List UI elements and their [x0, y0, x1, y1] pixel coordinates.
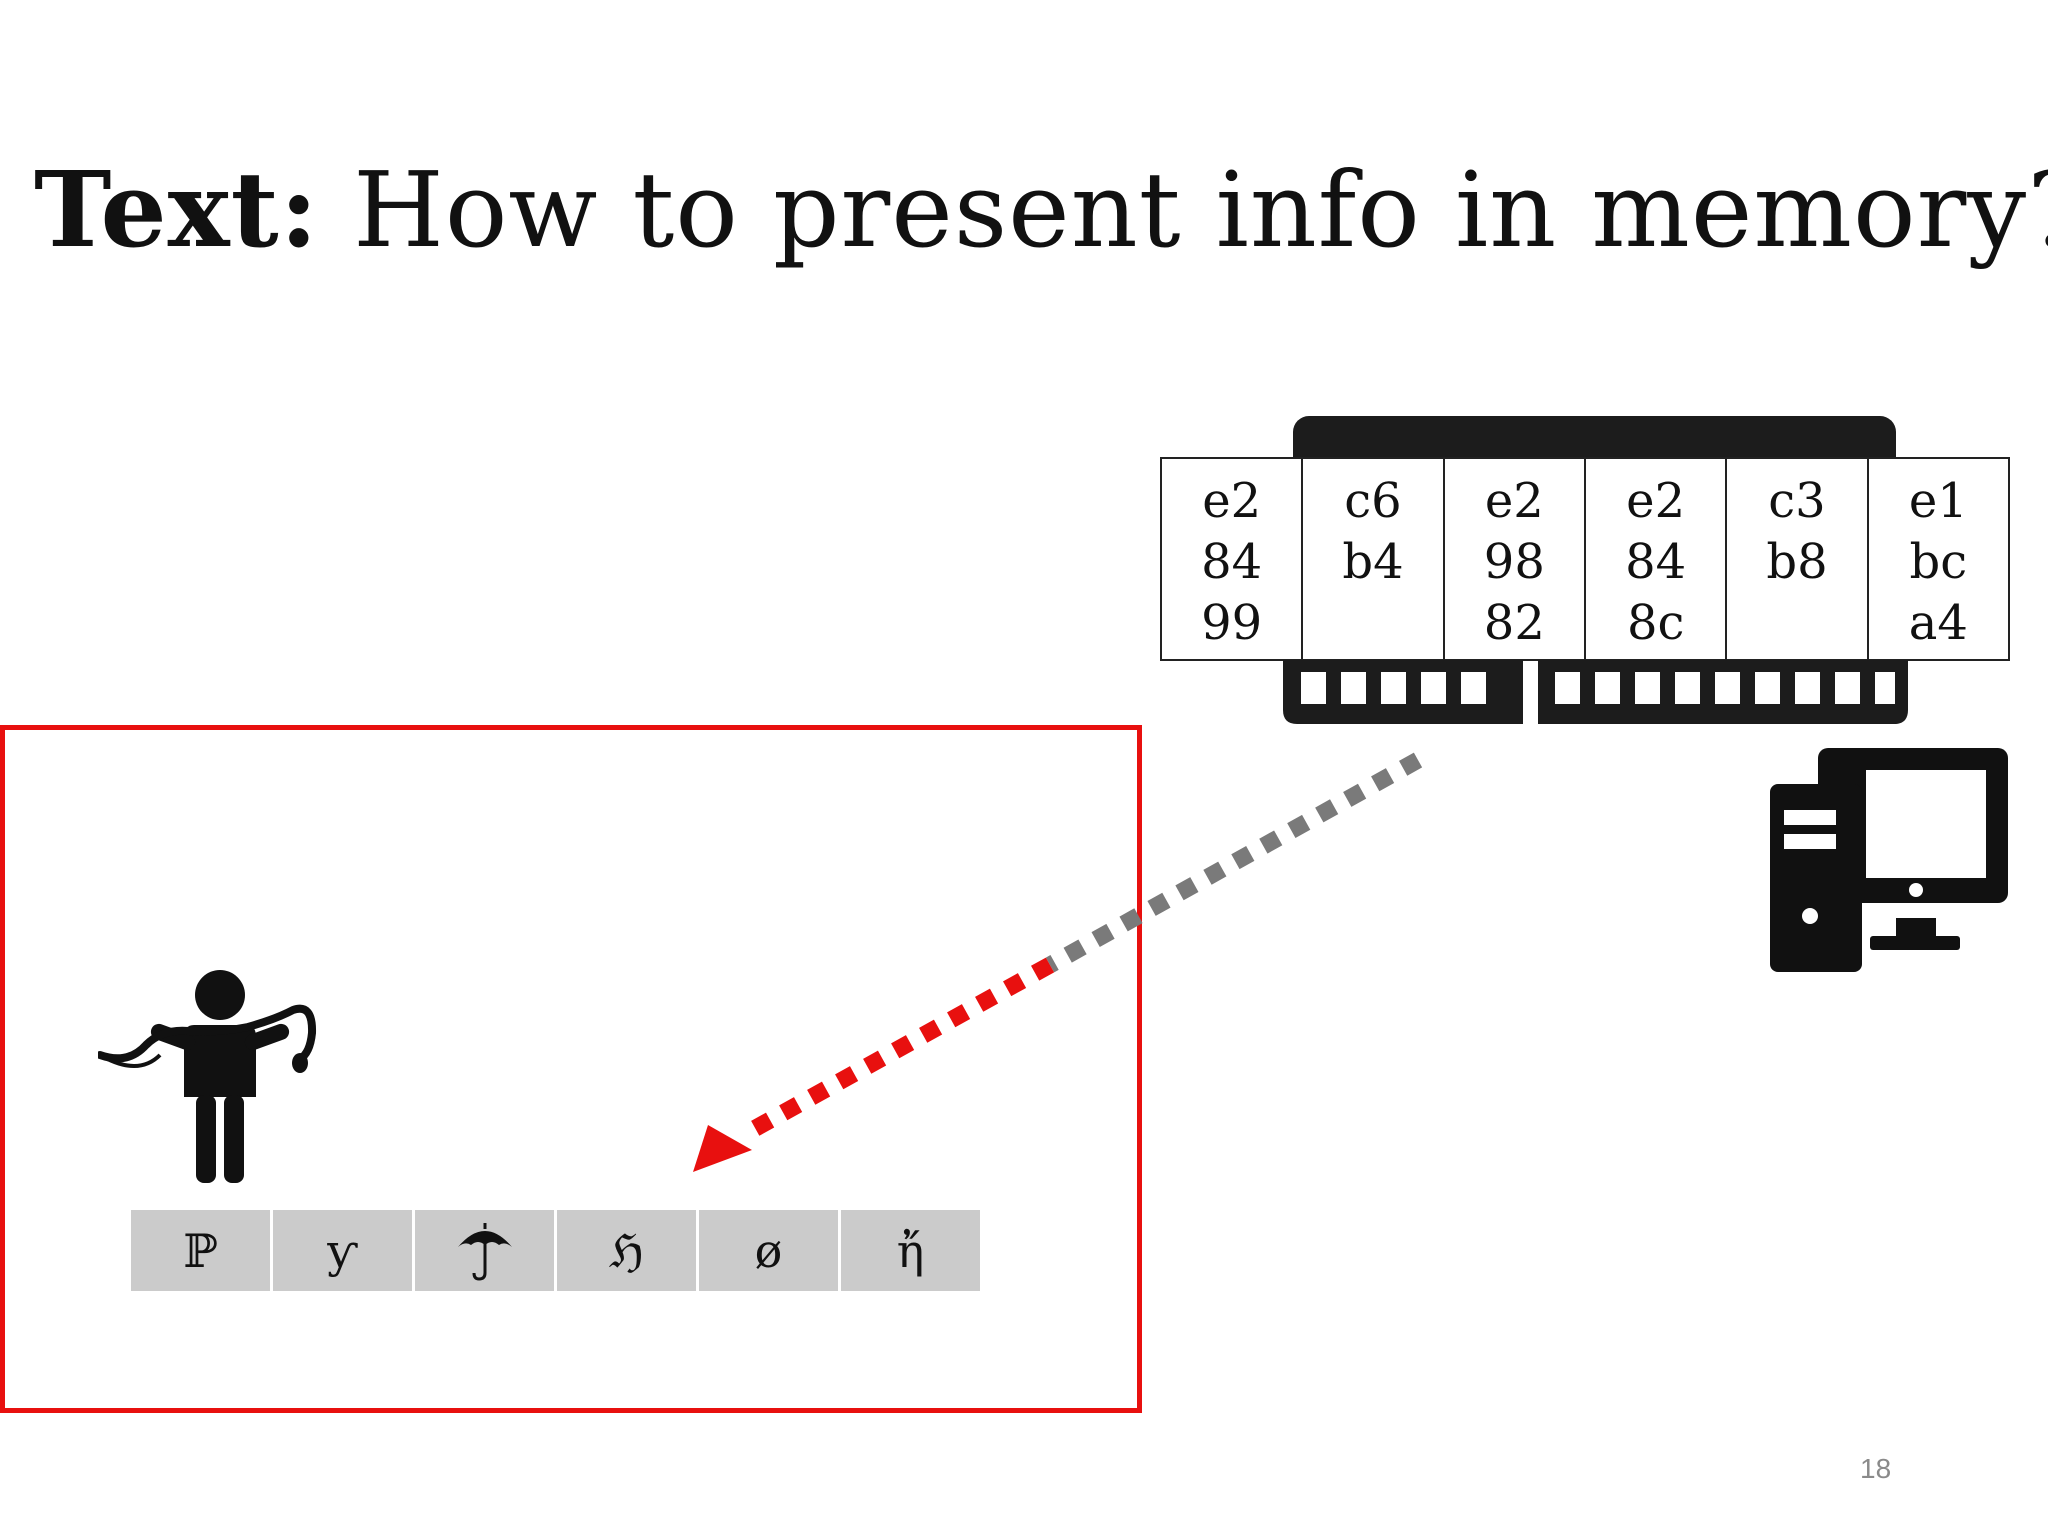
- slide-title-rest: How to present info in memory?: [353, 149, 2048, 271]
- memory-cell: c3 b8: [1727, 459, 1869, 659]
- memory-byte: 99: [1201, 595, 1263, 651]
- memory-byte: e2: [1626, 473, 1686, 529]
- memory-cell: c6 b4: [1303, 459, 1445, 659]
- memory-byte: e2: [1202, 473, 1262, 529]
- desktop-computer-icon: [1770, 748, 2008, 972]
- memory-byte: e1: [1908, 473, 1968, 529]
- character-cell: ℙ: [131, 1210, 270, 1291]
- memory-cell: e1 bc a4: [1869, 459, 2008, 659]
- slide-title: Text: How to present info in memory?: [34, 150, 2048, 271]
- memory-byte: 84: [1625, 534, 1687, 590]
- memory-byte: c3: [1768, 473, 1826, 529]
- ram-module-top: [1293, 416, 1896, 458]
- slide-title-bold: Text:: [34, 148, 320, 271]
- umbrella-icon: [457, 1222, 512, 1281]
- memory-byte: 8c: [1626, 595, 1685, 651]
- memory-byte: bc: [1909, 534, 1968, 590]
- character-strip: ℙ ƴ ℌ ø ἤ: [131, 1210, 980, 1291]
- character-cell: ƴ: [273, 1210, 412, 1291]
- memory-cell: e2 98 82: [1445, 459, 1586, 659]
- character-cell: ℌ: [557, 1210, 696, 1291]
- highlight-frame: [0, 725, 1142, 1413]
- character-cell: ø: [699, 1210, 838, 1291]
- memory-byte: a4: [1908, 595, 1968, 651]
- memory-byte: b8: [1766, 534, 1828, 590]
- character-cell: ἤ: [841, 1210, 980, 1291]
- memory-cell: e2 84 8c: [1586, 459, 1728, 659]
- character-cell: [415, 1210, 554, 1291]
- memory-cell: e2 84 99: [1162, 459, 1304, 659]
- page-number: 18: [1860, 1453, 1892, 1484]
- memory-byte: e2: [1484, 473, 1544, 529]
- memory-byte: c6: [1344, 473, 1402, 529]
- person-with-python-icon: [98, 970, 317, 1183]
- memory-byte: 82: [1483, 595, 1545, 651]
- memory-byte: 98: [1483, 534, 1545, 590]
- memory-byte-table: e2 84 99 c6 b4 e2 98 82 e2 84 8c c3 b8 e…: [1160, 457, 2010, 661]
- memory-byte: 84: [1201, 534, 1263, 590]
- ram-connector-pins: [1283, 660, 1908, 724]
- memory-byte: b4: [1342, 534, 1404, 590]
